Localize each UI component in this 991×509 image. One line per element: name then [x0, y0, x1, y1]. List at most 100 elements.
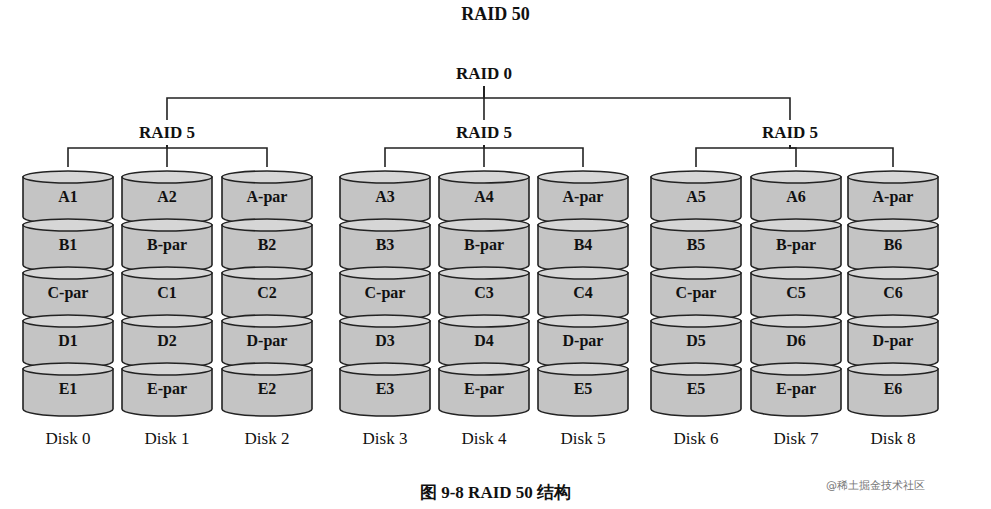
- cylinder-body: [222, 273, 312, 320]
- tree-connector: [68, 145, 167, 167]
- raid-level-label: RAID 5: [137, 123, 197, 143]
- cylinder-body: [651, 369, 741, 416]
- block-label: C3: [438, 281, 530, 305]
- cylinder-top: [222, 219, 312, 231]
- disk-block: E6: [847, 362, 939, 417]
- disk-block: A1: [22, 170, 114, 225]
- cylinder-body: [122, 369, 212, 416]
- cylinder-top: [538, 219, 628, 231]
- block-label: D4: [438, 329, 530, 353]
- cylinder-body: [751, 369, 841, 416]
- cylinder-body: [340, 225, 430, 272]
- cylinder-top: [222, 363, 312, 375]
- cylinder-top: [651, 363, 741, 375]
- cylinder-top: [23, 363, 113, 375]
- cylinder-top: [751, 315, 841, 327]
- disk-block: E-par: [438, 362, 530, 417]
- disk-block: D1: [22, 314, 114, 369]
- cylinder-body: [439, 225, 529, 272]
- cylinder-top: [23, 219, 113, 231]
- cylinder-body: [340, 369, 430, 416]
- disk-block: C-par: [339, 266, 431, 321]
- cylinder-top: [23, 171, 113, 183]
- disk-block: B3: [339, 218, 431, 273]
- cylinder-body: [122, 321, 212, 368]
- block-label: A1: [22, 185, 114, 209]
- block-label: A-par: [221, 185, 313, 209]
- cylinder-body: [751, 177, 841, 224]
- cylinder-body: [23, 321, 113, 368]
- cylinder-top: [122, 363, 212, 375]
- cylinder-body: [340, 177, 430, 224]
- block-label: C-par: [650, 281, 742, 305]
- disk-stack: Disk 6A5B5C-parD5E5: [650, 170, 742, 442]
- block-label: C6: [847, 281, 939, 305]
- disk-block: B6: [847, 218, 939, 273]
- block-label: B5: [650, 233, 742, 257]
- disk-block: E5: [537, 362, 629, 417]
- diagram-title: RAID 50: [0, 4, 991, 25]
- cylinder-top: [751, 171, 841, 183]
- disk-block: D5: [650, 314, 742, 369]
- disk-block: A6: [750, 170, 842, 225]
- disk-block: D2: [121, 314, 213, 369]
- block-label: D-par: [537, 329, 629, 353]
- cylinder-body: [340, 273, 430, 320]
- disk-block: C1: [121, 266, 213, 321]
- disk-block: D6: [750, 314, 842, 369]
- cylinder-top: [848, 219, 938, 231]
- raid-level-label: RAID 5: [454, 123, 514, 143]
- cylinder-top: [848, 315, 938, 327]
- disk-block: C-par: [22, 266, 114, 321]
- block-label: B-par: [438, 233, 530, 257]
- cylinder-body: [122, 273, 212, 320]
- cylinder-body: [651, 273, 741, 320]
- cylinder-top: [751, 363, 841, 375]
- disk-block: B4: [537, 218, 629, 273]
- cylinder-body: [222, 321, 312, 368]
- disk-name: Disk 4: [432, 429, 536, 449]
- block-label: A-par: [847, 185, 939, 209]
- block-label: A2: [121, 185, 213, 209]
- disk-block: E3: [339, 362, 431, 417]
- cylinder-top: [651, 171, 741, 183]
- disk-block: D-par: [537, 314, 629, 369]
- tree-connector: [484, 145, 583, 167]
- cylinder-body: [222, 225, 312, 272]
- cylinder-body: [751, 225, 841, 272]
- block-label: C4: [537, 281, 629, 305]
- disk-stack: Disk 5A-parB4C4D-parE5: [537, 170, 629, 442]
- cylinder-body: [538, 177, 628, 224]
- disk-block: B-par: [121, 218, 213, 273]
- block-label: B-par: [121, 233, 213, 257]
- disk-block: B5: [650, 218, 742, 273]
- tree-connector: [696, 145, 790, 167]
- tree-connector: [790, 145, 893, 167]
- cylinder-top: [848, 267, 938, 279]
- disk-name: Disk 8: [841, 429, 945, 449]
- cylinder-body: [848, 177, 938, 224]
- disk-name: Disk 2: [215, 429, 319, 449]
- block-label: C5: [750, 281, 842, 305]
- cylinder-body: [538, 225, 628, 272]
- cylinder-top: [439, 267, 529, 279]
- cylinder-top: [538, 267, 628, 279]
- tree-connector: [167, 86, 484, 120]
- cylinder-top: [340, 219, 430, 231]
- disk-block: C4: [537, 266, 629, 321]
- disk-block: A-par: [847, 170, 939, 225]
- cylinder-top: [222, 315, 312, 327]
- block-label: E-par: [121, 377, 213, 401]
- disk-stack: Disk 4A4B-parC3D4E-par: [438, 170, 530, 442]
- disk-block: C2: [221, 266, 313, 321]
- disk-block: E-par: [750, 362, 842, 417]
- cylinder-top: [340, 315, 430, 327]
- cylinder-top: [122, 315, 212, 327]
- cylinder-body: [538, 321, 628, 368]
- cylinder-body: [23, 369, 113, 416]
- cylinder-body: [23, 225, 113, 272]
- disk-block: E2: [221, 362, 313, 417]
- tree-connector: [167, 145, 267, 167]
- disk-name: Disk 7: [744, 429, 848, 449]
- disk-stack: Disk 0A1B1C-parD1E1: [22, 170, 114, 442]
